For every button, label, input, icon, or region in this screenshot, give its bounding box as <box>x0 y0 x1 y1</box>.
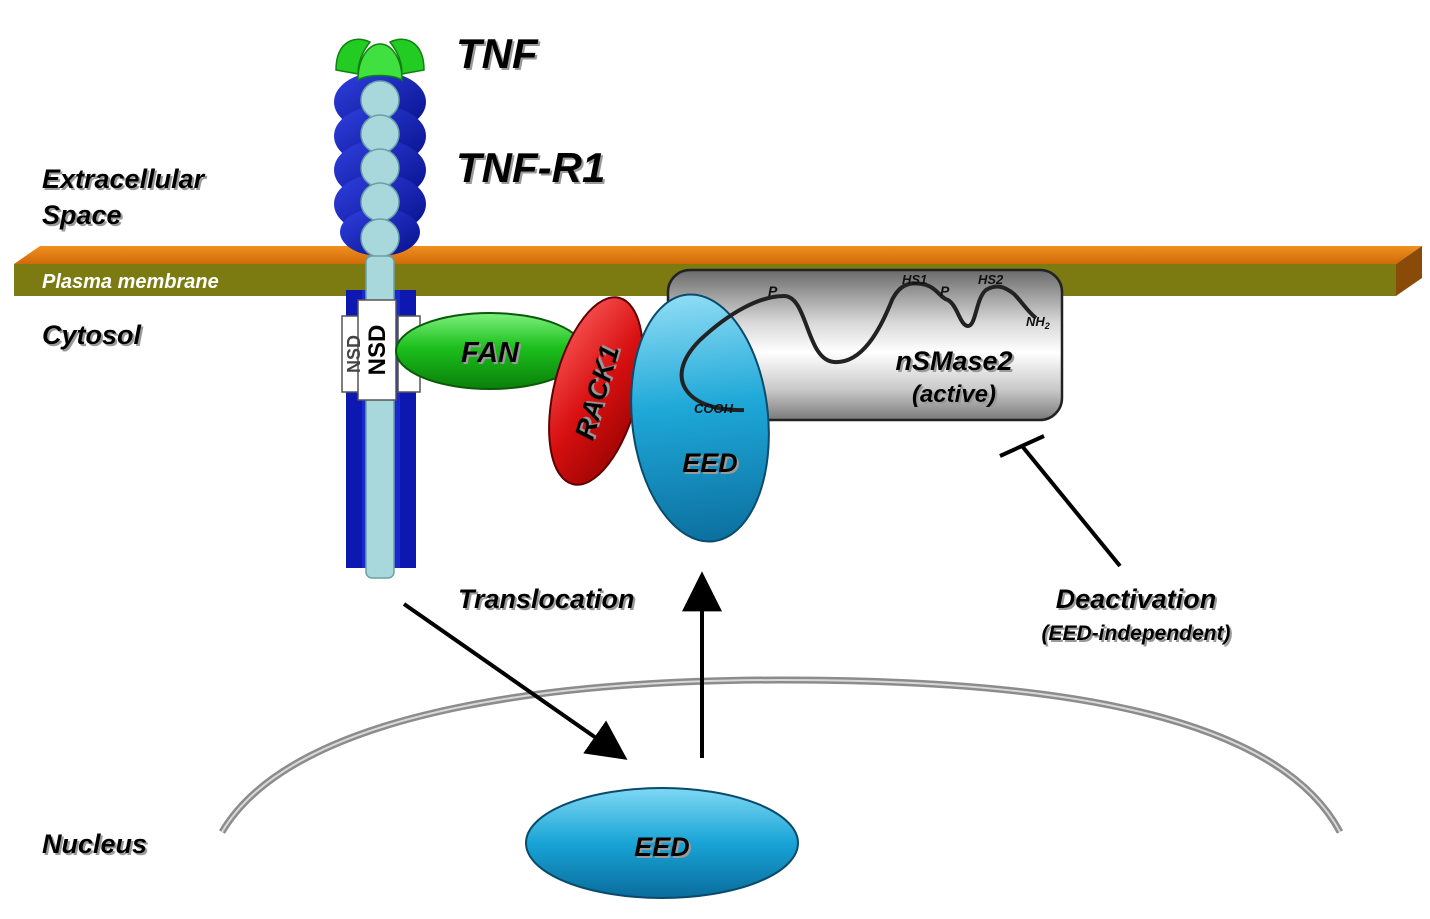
tnfr1-receptor <box>334 72 426 579</box>
extracellular-label-line2: Space <box>42 200 122 230</box>
nsmase2-label: nSMase2 <box>895 346 1012 376</box>
nsd-label-back: NSD <box>344 335 364 373</box>
eed-membrane-label: EED <box>682 448 738 478</box>
deactivation-note: (EED-independent) <box>1042 622 1231 645</box>
eed-nucleus-label: EED <box>634 832 690 862</box>
tnf-ligand <box>335 38 425 82</box>
nucleus-label: Nucleus <box>42 829 147 859</box>
tnfr1-label: TNF-R1 <box>456 144 605 191</box>
hs1-label: HS1 <box>902 272 927 287</box>
plasma-membrane-label: Plasma membrane <box>42 271 219 293</box>
cytosol-label: Cytosol <box>42 320 142 350</box>
eed-membrane-protein <box>630 293 770 543</box>
tnf-label: TNF <box>456 30 539 77</box>
deactivation-label: Deactivation <box>1056 584 1217 614</box>
phospho-site-2: P <box>940 283 950 299</box>
hs2-label: HS2 <box>978 272 1004 287</box>
translocation-arrow <box>402 602 628 760</box>
nsd-label: NSD <box>364 325 391 376</box>
nucleus-envelope <box>218 676 1344 834</box>
fan-label: FAN <box>461 337 520 369</box>
translocation-label: Translocation <box>458 584 635 614</box>
nh2-label: NH2 <box>1026 314 1050 331</box>
nsmase2-chain <box>679 281 1038 413</box>
eed-nucleus-protein <box>525 787 799 899</box>
extracellular-label-line1: Extracellular <box>42 164 206 194</box>
cooh-label: COOH <box>694 401 734 416</box>
nsmase2-state-label: (active) <box>912 381 996 408</box>
phospho-site-1: P <box>768 283 778 299</box>
deactivation-inhibition <box>999 434 1122 568</box>
